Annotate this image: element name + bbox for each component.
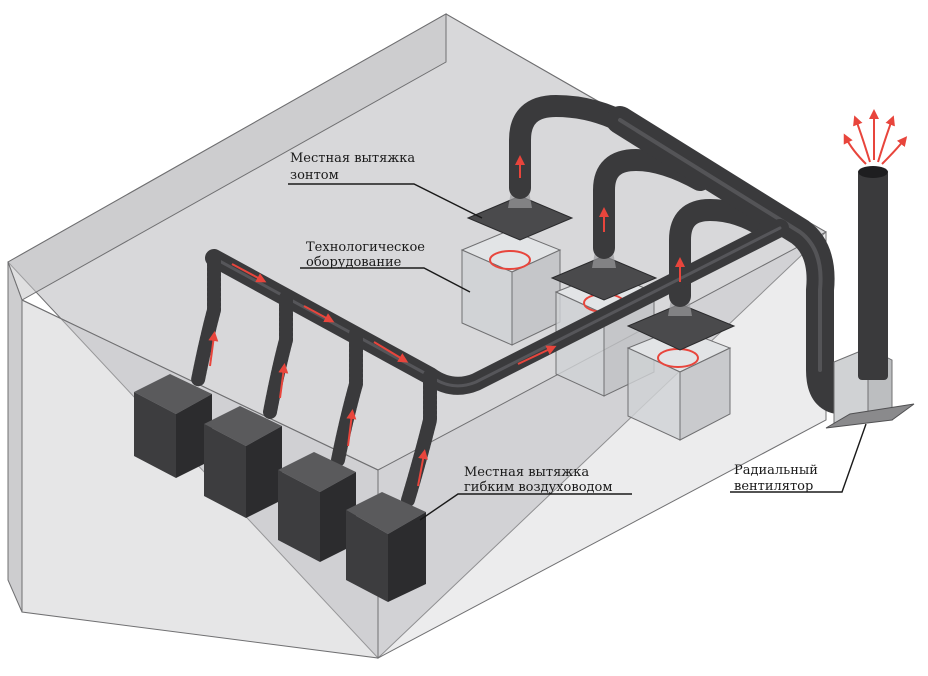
red-arrow-icon (208, 331, 219, 367)
label-radial-fan: Радиальный вентилятор (734, 463, 818, 494)
exhaust-arrow (881, 136, 908, 165)
cabinet-1-side (176, 394, 212, 478)
cabinet-4[interactable] (346, 492, 426, 602)
label-flexible-line-2: гибким воздуховодом (464, 480, 612, 495)
label-equipment-line-1: Технологическое (306, 240, 425, 255)
cabinet-3-top (278, 452, 356, 492)
main-manifold-highlight (618, 118, 823, 372)
cabinet-3-front (278, 470, 320, 562)
duct-network (191, 95, 862, 507)
room-left-wall (7, 261, 23, 613)
label-hood-line-1: Местная вытяжка (290, 151, 415, 166)
callout-line-hood (288, 183, 483, 219)
callout-lines (288, 183, 867, 521)
label-equipment-line-2: оборудование (306, 255, 402, 270)
hood-2-plate (550, 255, 658, 301)
label-flexible-line-1: Местная вытяжка (464, 465, 589, 480)
red-arrow-icon (517, 345, 557, 365)
exhaust-arrow (877, 115, 895, 163)
callout-line-flexible (419, 493, 632, 521)
red-arrow-icon (278, 363, 289, 399)
hood-3-plate (626, 303, 736, 351)
red-arrow-icon (303, 305, 335, 323)
red-arrow-icon (346, 409, 357, 447)
flex-duct-1[interactable] (191, 251, 221, 387)
cabinet-1-top (134, 374, 212, 414)
swirl-arrow-icon (489, 250, 531, 270)
airflow-arrows (208, 155, 685, 487)
cabinet-1-front (134, 392, 176, 478)
exhaust-stack[interactable] (858, 170, 888, 380)
label-flexible-exhaust: Местная вытяжка гибким воздуховодом (464, 465, 612, 495)
label-hood-exhaust: Местная вытяжка зонтом (290, 151, 415, 183)
hood-3-duct[interactable] (669, 199, 777, 307)
cabinet-1[interactable] (134, 374, 212, 478)
exhaust-arrow (853, 115, 871, 163)
red-arrow-icon (231, 263, 267, 283)
hood-1-plate (466, 195, 574, 241)
cabinet-4-front (346, 510, 388, 602)
label-fan-line-2: вентилятор (734, 479, 813, 494)
label-fan-line-1: Радиальный (734, 463, 818, 478)
exhaust-stack-top (858, 166, 888, 178)
cabinet-2-top (204, 406, 282, 446)
fan-base (825, 403, 915, 429)
radial-fan[interactable] (825, 166, 915, 429)
callout-line-fan (730, 423, 867, 493)
callout-line-equipment (300, 267, 471, 293)
exhaust-arrow (843, 133, 867, 165)
red-arrow-icon (417, 449, 428, 487)
cabinet-4-side (388, 512, 426, 602)
cabinet-3[interactable] (278, 452, 356, 562)
label-hood-line-2: зонтом (290, 168, 339, 183)
cabinet-2[interactable] (204, 406, 282, 518)
red-arrow-icon (373, 341, 409, 363)
cabinet-2-side (246, 426, 282, 518)
label-equipment: Технологическое оборудование (306, 240, 425, 270)
cabinet-2-front (204, 424, 246, 518)
equipment-3-side (679, 347, 731, 441)
exhaust-arrows-icon (843, 109, 908, 165)
cabinet-4-top (346, 492, 426, 534)
equipment-unit-1[interactable] (460, 229, 562, 346)
